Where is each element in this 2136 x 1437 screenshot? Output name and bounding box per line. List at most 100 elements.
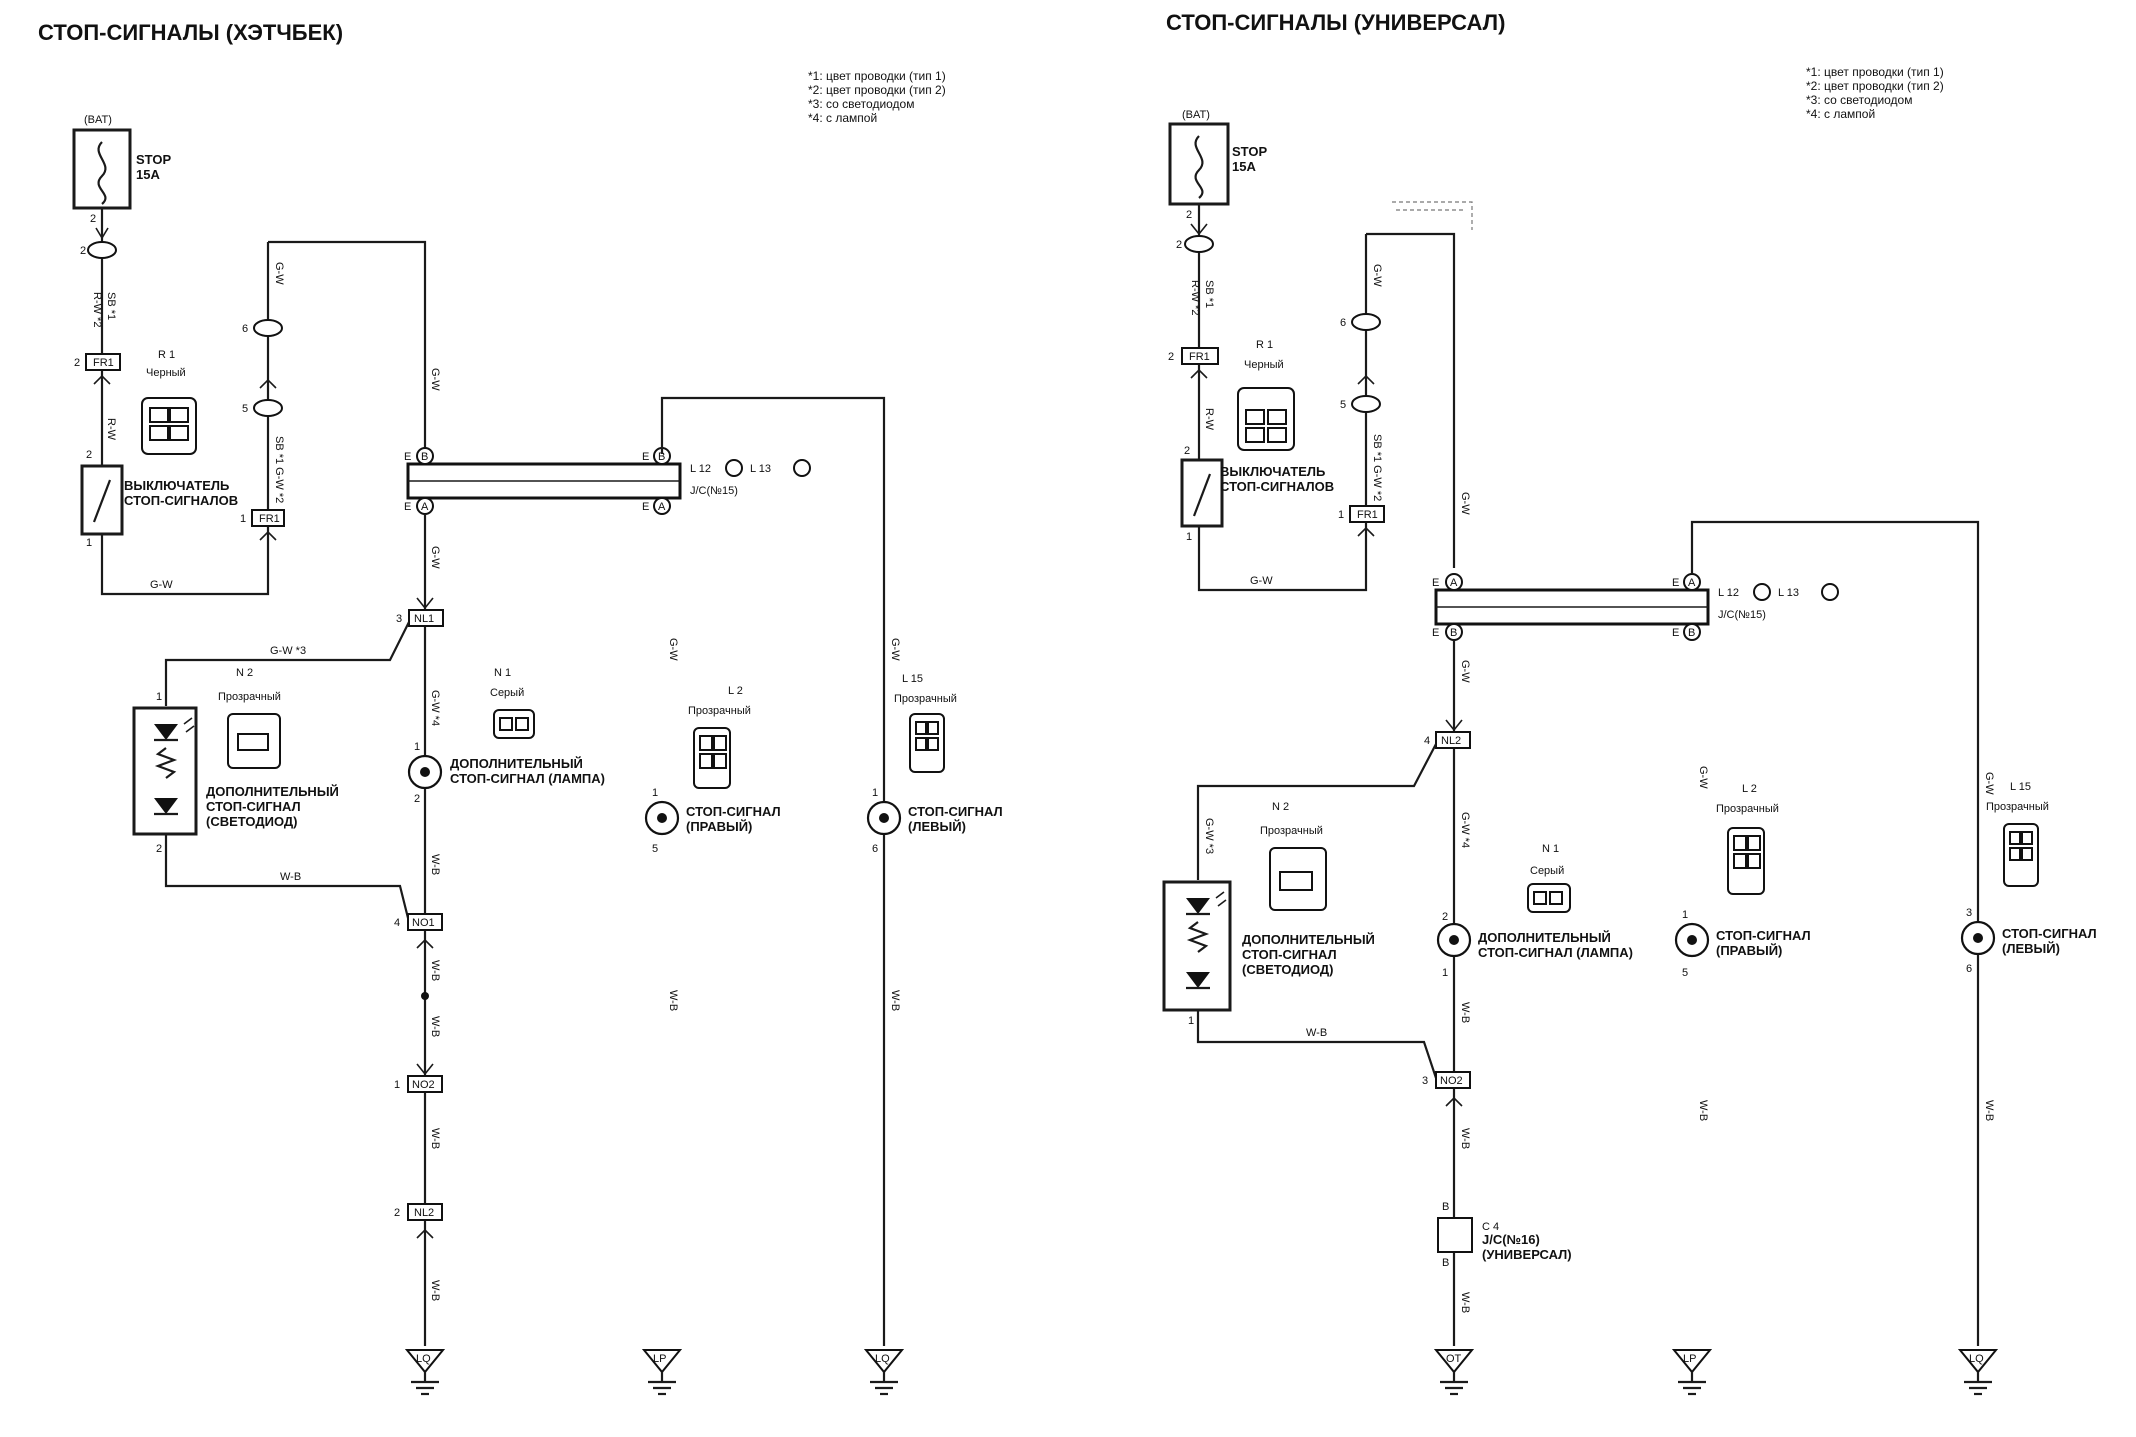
jc-e2: E [404, 501, 411, 513]
pin-1c: 1 [1188, 1015, 1194, 1027]
c4-label-2: (УНИВЕРСАЛ) [1482, 1247, 1572, 1262]
connector-nl2 [1435, 731, 1471, 749]
pin-l2-1: 1 [1682, 909, 1688, 921]
n1-id: N 1 [494, 667, 511, 679]
wire-led-return [164, 834, 411, 923]
ground-lq: LQ [1957, 1349, 1999, 1396]
wire-gw-label: G-W [150, 579, 173, 591]
fuse-name: STOP [136, 152, 171, 167]
pin-1c: 1 [156, 691, 162, 703]
l2-pin-cell [713, 753, 727, 769]
wire-wb-label-e: W-B [429, 1128, 441, 1149]
pin-2d: 2 [86, 449, 92, 461]
l15-pin-cell [2009, 847, 2021, 861]
connector-oval-icon [1184, 235, 1214, 253]
wire-wb-label-f: W-B [429, 1280, 441, 1301]
left-lamp-label-1: СТОП-СИГНАЛ [908, 804, 1003, 819]
pin-2g: 2 [394, 1207, 400, 1219]
led-label-1: ДОПОЛНИТЕЛЬНЫЙ [206, 784, 339, 799]
pin-2e: 2 [156, 843, 162, 855]
wire-gw-label: G-W [1250, 575, 1273, 587]
pin-l15-6: 6 [1966, 963, 1972, 975]
wire-wb-label-g: W-B [667, 990, 679, 1011]
note-2: *2: цвет проводки (тип 2) [1806, 79, 1944, 93]
arrow-down-icon [1190, 223, 1208, 236]
l15-pin-cell [927, 737, 939, 751]
wire-wb-label: W-B [280, 871, 301, 883]
wire-wb-label-b: W-B [429, 854, 441, 875]
pin-1d: 1 [414, 741, 420, 753]
wire-rw-b-label: R-W [1203, 408, 1215, 431]
wire-gw-label-b: G-W [1371, 264, 1383, 287]
note-3: *3: со светодиодом [808, 97, 914, 111]
l15-pin-cell [2009, 831, 2021, 845]
l2-pin-cell [713, 735, 727, 751]
jc-pin-a2-icon [653, 497, 671, 515]
pin-2b: 2 [1176, 239, 1182, 251]
wire-wb-label-e: W-B [1697, 1100, 1709, 1121]
l2-id: L 2 [728, 685, 743, 697]
wire-wb-label-d: W-B [429, 1016, 441, 1037]
connector-oval-icon [253, 319, 283, 337]
jc-pin-b2-icon [1683, 623, 1701, 641]
pin-4a: 4 [394, 917, 400, 929]
wagon-title: СТОП-СИГНАЛЫ (УНИВЕРСАЛ) [1166, 10, 1505, 35]
n1-pin-cell [499, 717, 513, 731]
r1-color: Черный [1244, 359, 1284, 371]
ground-triangle-icon [1671, 1349, 1713, 1374]
n2-pin-cell [237, 733, 269, 751]
jc-label: L 12 [1718, 587, 1739, 599]
switch-icon [1192, 473, 1212, 517]
n1-id: N 1 [1542, 843, 1559, 855]
ground-lq-1: LQ [404, 1349, 446, 1396]
l15-id: L 15 [902, 673, 923, 685]
fuse-box [72, 128, 132, 210]
fuse-rating: 15A [136, 167, 160, 182]
arrow-down-icon [416, 1063, 434, 1076]
resistor-icon [154, 747, 178, 779]
wire-led-return [1196, 1010, 1438, 1079]
pin-5a: 5 [242, 403, 248, 415]
right-lamp-label-1: СТОП-СИГНАЛ [1716, 928, 1811, 943]
left-lamp-label-2: (ЛЕВЫЙ) [2002, 941, 2060, 956]
led-label-3: (СВЕТОДИОД) [1242, 962, 1333, 977]
pin-1b: 1 [1338, 509, 1344, 521]
switch-label-2: СТОП-СИГНАЛОВ [1220, 479, 1334, 494]
note-4: *4: с лампой [1806, 107, 1875, 121]
l2-id: L 2 [1742, 783, 1757, 795]
n1-color: Серый [490, 687, 524, 699]
connector-no1-label: NO1 [412, 917, 435, 929]
jc-name: J/C(№15) [690, 485, 738, 497]
ground-triangle-icon [404, 1349, 446, 1374]
arrow-up-icon [1357, 526, 1375, 537]
lamp-filament-icon [1973, 933, 1983, 943]
lamp-filament-icon [1449, 935, 1459, 945]
note-4: *4: с лампой [808, 111, 877, 125]
wire-wb-label-h: W-B [889, 990, 901, 1011]
wire-gw-label-f: G-W [889, 638, 901, 661]
jc-e2: E [1432, 627, 1439, 639]
pin-2c: 2 [1168, 351, 1174, 363]
r1-id: R 1 [1256, 339, 1273, 351]
l2-color: Прозрачный [1716, 803, 1779, 815]
pin-3a: 3 [1422, 1075, 1428, 1087]
ground-label: LP [1683, 1353, 1696, 1365]
r1-pin-cell [149, 407, 169, 423]
connector-oval-icon [1351, 395, 1381, 413]
ground-lp: LP [641, 1349, 683, 1396]
connector-oval-icon [87, 241, 117, 259]
r1-pin-cell [169, 407, 189, 423]
arrow-down-icon [1445, 719, 1463, 732]
wire-sb-label: SB *1 [1203, 280, 1215, 308]
connector-no2 [407, 1075, 443, 1093]
jc-e1: E [404, 451, 411, 463]
ground-triangle-icon [1957, 1349, 1999, 1374]
connector-fr1 [85, 353, 121, 371]
led-label-1: ДОПОЛНИТЕЛЬНЫЙ [1242, 932, 1375, 947]
diode-icon [1186, 972, 1210, 988]
ground-label: LQ [416, 1353, 431, 1365]
jc-e3: E [1672, 577, 1679, 589]
l15-color: Прозрачный [894, 693, 957, 705]
pin-l15-6: 6 [872, 843, 878, 855]
connector-fr1-label: FR1 [93, 357, 114, 369]
